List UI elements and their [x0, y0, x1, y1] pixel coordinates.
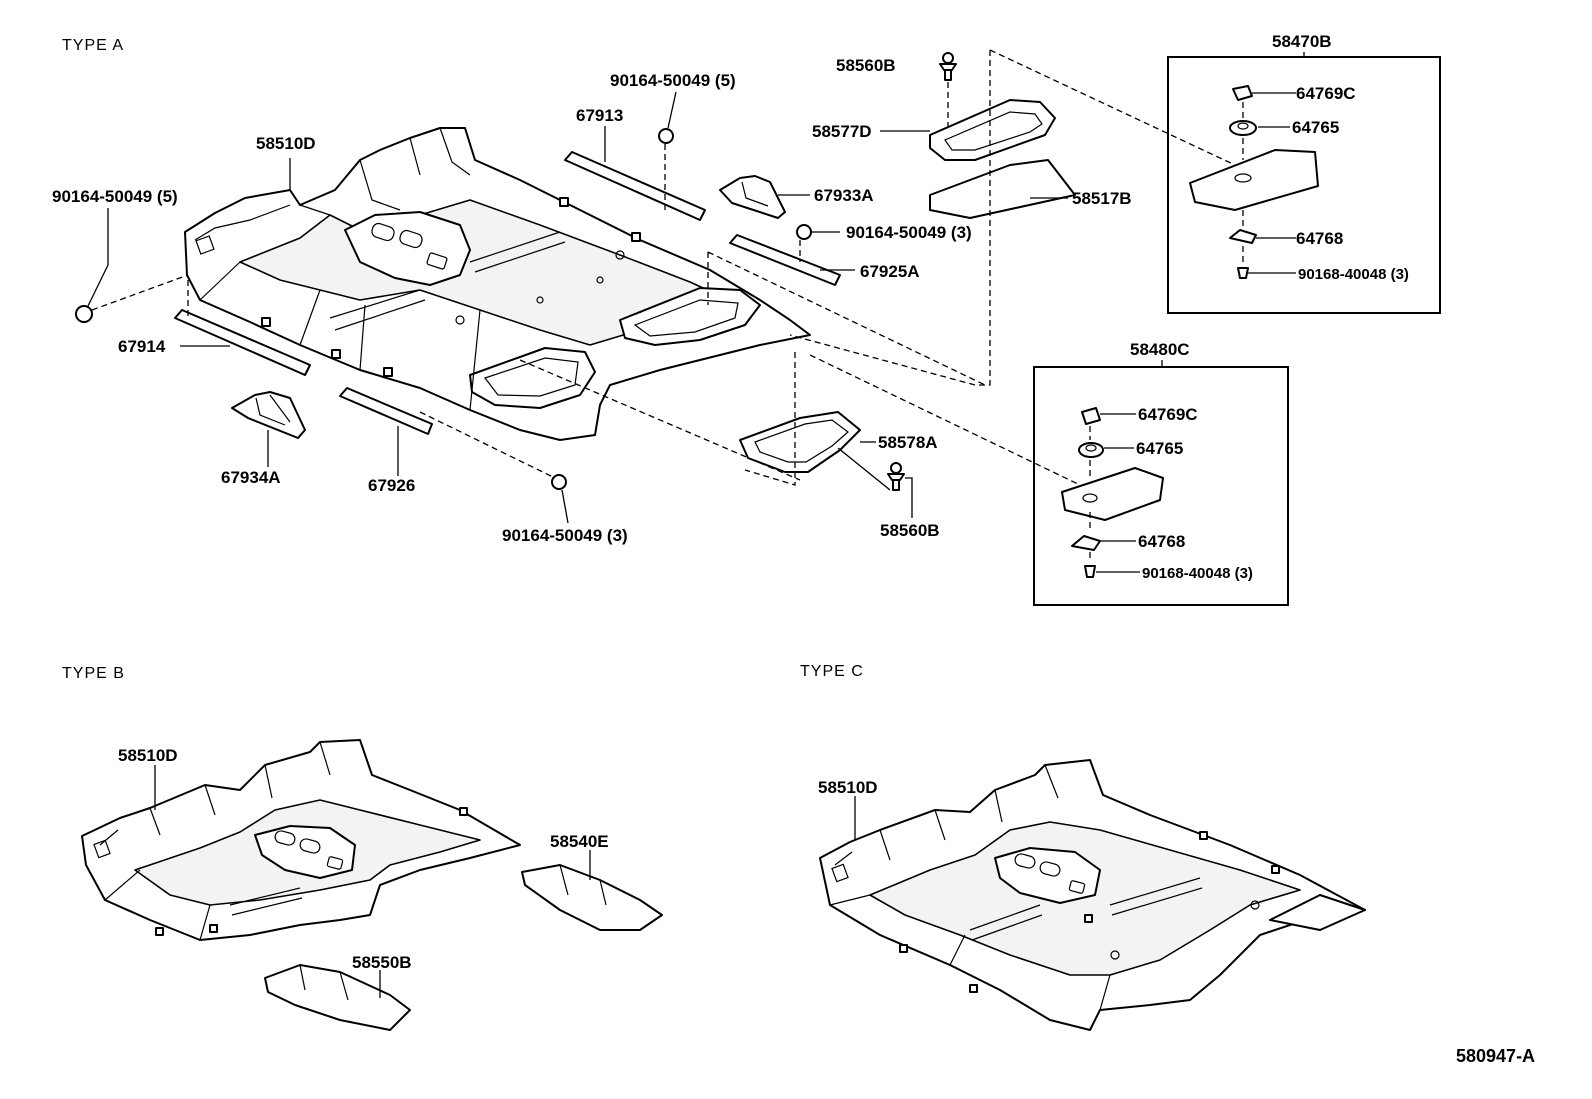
label-58560b-bottom: 58560B: [880, 521, 940, 540]
label-67926: 67926: [368, 476, 415, 495]
section-label-type-c: TYPE C: [800, 663, 864, 680]
label-67933a: 67933A: [814, 186, 874, 205]
label-58577d: 58577D: [812, 122, 872, 141]
label-58510d-type-c: 58510D: [818, 778, 878, 797]
clip-90164-left-icon: [75, 305, 93, 323]
carpet-58510d-type-c: [819, 759, 1366, 1031]
label-90164-50049-5-left: 90164-50049 (5): [52, 187, 178, 206]
label-kit-58470b: 58470B: [1272, 32, 1332, 51]
label-58560b-top: 58560B: [836, 56, 896, 75]
label-67914: 67914: [118, 337, 166, 356]
strip-67925a: [729, 234, 841, 286]
carpet-58510d-type-b: [81, 739, 521, 941]
label-kit1-64769c: 64769C: [1296, 84, 1356, 103]
label-kit2-64765: 64765: [1136, 439, 1183, 458]
screw-58560b-top-icon: [939, 52, 957, 81]
label-kit1-90168-40048: 90168-40048 (3): [1298, 266, 1409, 283]
screw-58560b-bottom-icon: [887, 462, 905, 491]
cover-58578a: [739, 411, 861, 473]
label-kit2-64769c: 64769C: [1138, 405, 1198, 424]
label-kit1-64768: 64768: [1296, 229, 1343, 248]
pad-58540e: [521, 864, 663, 931]
carpet-58510d-type-a: [184, 127, 811, 441]
diagram-id: 580947-A: [1456, 1046, 1535, 1066]
clip-90164-bottom-icon: [551, 474, 567, 490]
label-67913: 67913: [576, 106, 623, 125]
section-label-type-b: TYPE B: [62, 665, 125, 682]
label-90164-50049-3-bottom: 90164-50049 (3): [502, 526, 628, 545]
bracket-67933a: [719, 175, 786, 219]
label-58517b: 58517B: [1072, 189, 1132, 208]
label-67934a: 67934A: [221, 468, 281, 487]
label-58578a: 58578A: [878, 433, 938, 452]
clip-90164-right-icon: [796, 224, 812, 240]
kit-58470b: [1167, 52, 1441, 314]
label-kit1-64765: 64765: [1292, 118, 1339, 137]
pad-58517b: [929, 159, 1076, 219]
clip-90164-top-icon: [658, 128, 674, 144]
label-67925a: 67925A: [860, 262, 920, 281]
strip-67913: [564, 151, 706, 221]
label-90164-50049-5-top: 90164-50049 (5): [610, 71, 736, 90]
strip-67926: [339, 387, 433, 435]
label-58550b: 58550B: [352, 953, 412, 972]
pad-58550b: [264, 964, 411, 1031]
cover-58577d: [929, 99, 1056, 161]
bracket-67934a: [231, 391, 306, 439]
kit-58480c: [1033, 360, 1289, 606]
label-kit2-64768: 64768: [1138, 532, 1185, 551]
label-58540e: 58540E: [550, 832, 609, 851]
label-58510d-type-b: 58510D: [118, 746, 178, 765]
strip-67914: [174, 309, 311, 376]
label-kit-58480c: 58480C: [1130, 340, 1190, 359]
label-kit2-90168-40048: 90168-40048 (3): [1142, 565, 1253, 582]
label-90164-50049-3-right: 90164-50049 (3): [846, 223, 972, 242]
label-58510d-type-a: 58510D: [256, 134, 316, 153]
section-label-type-a: TYPE A: [62, 37, 124, 54]
